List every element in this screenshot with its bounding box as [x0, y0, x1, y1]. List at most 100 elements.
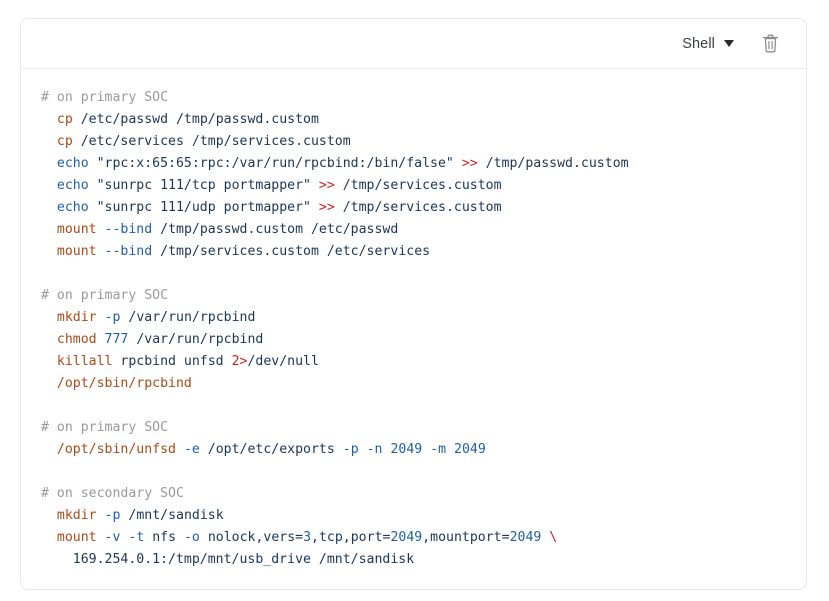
code-token-cmd: cp: [56, 134, 73, 149]
code-line: /opt/sbin/rpcbind: [41, 373, 786, 395]
code-token-flag: -p: [104, 508, 121, 523]
code-line: [41, 395, 786, 417]
code-token-comment: # on primary SOC: [41, 420, 169, 435]
code-token-flag: -p: [104, 310, 121, 325]
code-token-plain: /tmp/passwd.custom /etc/passwd: [152, 222, 399, 237]
code-token-plain: [41, 112, 57, 127]
code-token-plain: [41, 332, 57, 347]
code-token-cmd: mount: [56, 530, 97, 545]
code-line: # on primary SOC: [41, 87, 786, 109]
code-token-num: 2049: [390, 530, 423, 545]
code-line: mount --bind /tmp/passwd.custom /etc/pas…: [41, 219, 786, 241]
code-token-comment: # on primary SOC: [41, 288, 169, 303]
code-token-flag: echo: [56, 200, 89, 215]
code-token-plain: [97, 310, 105, 325]
code-token-cmd: chmod: [56, 332, 97, 347]
code-token-plain: [41, 442, 57, 457]
code-token-num: 2049: [509, 530, 542, 545]
code-token-redir: >>: [318, 178, 335, 193]
code-token-plain: ,mountport=: [422, 530, 510, 545]
code-token-num: 2049: [390, 442, 423, 457]
code-line: cp /etc/passwd /tmp/passwd.custom: [41, 109, 786, 131]
code-token-comment: # on secondary SOC: [41, 486, 184, 501]
code-token-num: 2049: [454, 442, 486, 457]
code-block-panel: Shell # on primary SOC cp /etc/passwd /t…: [20, 18, 807, 590]
code-token-num: 3: [303, 530, 312, 545]
code-token-flag: --bind: [104, 222, 153, 237]
code-token-plain: /var/run/rpcbind: [120, 310, 256, 325]
code-token-plain: [176, 442, 184, 457]
code-token-plain: [41, 178, 57, 193]
code-line: chmod 777 /var/run/rpcbind: [41, 329, 786, 351]
code-token-plain: [41, 376, 57, 391]
language-label: Shell: [682, 35, 715, 52]
code-token-plain: [359, 442, 367, 457]
code-line: /opt/sbin/unfsd -e /opt/etc/exports -p -…: [41, 439, 786, 461]
code-token-plain: [41, 200, 57, 215]
code-token-num: 777: [104, 332, 129, 347]
code-token-plain: [97, 530, 105, 545]
code-token-flag: -p: [342, 442, 359, 457]
code-token-cmd: mount: [56, 244, 97, 259]
code-token-flag: --bind: [104, 244, 153, 259]
code-line: # on primary SOC: [41, 417, 786, 439]
code-token-flag: -v: [104, 530, 121, 545]
code-token-plain: 169.254.0.1:/tmp/mnt/usb_drive /mnt/sand…: [41, 552, 415, 567]
code-token-plain: rpcbind unfsd: [112, 354, 232, 369]
code-token-plain: ,tcp,port=: [311, 530, 391, 545]
code-token-redir: 2>: [231, 354, 248, 369]
code-token-plain: /mnt/sandisk: [120, 508, 224, 523]
code-token-plain: /etc/services /tmp/services.custom: [72, 134, 351, 149]
code-token-flag: echo: [56, 178, 89, 193]
code-token-cmd: mkdir: [56, 310, 97, 325]
code-token-plain: [41, 530, 57, 545]
code-token-plain: nolock,vers=: [199, 530, 304, 545]
code-token-plain: /tmp/services.custom: [334, 200, 502, 215]
code-token-plain: [422, 442, 430, 457]
code-token-flag: -e: [183, 442, 200, 457]
code-token-plain: [41, 508, 57, 523]
code-token-cmd: /opt/sbin/rpcbind: [56, 376, 192, 391]
code-token-redir: >>: [318, 200, 335, 215]
code-line: mkdir -p /mnt/sandisk: [41, 505, 786, 527]
code-line: mount --bind /tmp/services.custom /etc/s…: [41, 241, 786, 263]
code-token-cmd: mkdir: [56, 508, 97, 523]
code-token-plain: /var/run/rpcbind: [128, 332, 264, 347]
code-token-plain: /dev/null: [247, 354, 319, 369]
code-token-flag: -t: [128, 530, 145, 545]
code-line: echo "rpc:x:65:65:rpc:/var/run/rpcbind:/…: [41, 153, 786, 175]
code-token-flag: -m: [430, 442, 447, 457]
code-token-plain: /opt/etc/exports: [199, 442, 343, 457]
code-token-plain: [41, 156, 57, 171]
language-selector-dropdown[interactable]: Shell: [676, 32, 740, 56]
code-token-plain: [97, 244, 105, 259]
code-token-plain: [97, 332, 105, 347]
code-line: # on primary SOC: [41, 285, 786, 307]
code-token-redir: >>: [461, 156, 478, 171]
code-token-plain: /tmp/passwd.custom: [477, 156, 629, 171]
code-line: [41, 263, 786, 285]
code-token-flag: -o: [183, 530, 200, 545]
delete-code-block-button[interactable]: [756, 30, 784, 58]
code-line: echo "sunrpc 111/udp portmapper" >> /tmp…: [41, 197, 786, 219]
code-token-comment: # on primary SOC: [41, 90, 169, 105]
code-token-plain: [97, 508, 105, 523]
code-token-plain: [97, 222, 105, 237]
code-token-plain: [41, 310, 57, 325]
code-line: mkdir -p /var/run/rpcbind: [41, 307, 786, 329]
code-line: cp /etc/services /tmp/services.custom: [41, 131, 786, 153]
chevron-down-icon[interactable]: [724, 40, 734, 47]
code-token-plain: [446, 442, 454, 457]
code-block-header: Shell: [21, 19, 806, 69]
code-token-plain: "sunrpc 111/tcp portmapper": [88, 178, 319, 193]
code-line: echo "sunrpc 111/tcp portmapper" >> /tmp…: [41, 175, 786, 197]
code-token-cmd: cp: [56, 112, 73, 127]
code-token-cmd: /opt/sbin/unfsd: [56, 442, 176, 457]
code-line: mount -v -t nfs -o nolock,vers=3,tcp,por…: [41, 527, 786, 549]
code-line: # on secondary SOC: [41, 483, 786, 505]
code-token-plain: /tmp/services.custom /etc/services: [152, 244, 431, 259]
trash-icon: [762, 34, 778, 53]
code-token-plain: [41, 222, 57, 237]
code-token-cmd: mount: [56, 222, 97, 237]
code-content[interactable]: # on primary SOC cp /etc/passwd /tmp/pas…: [21, 69, 806, 585]
